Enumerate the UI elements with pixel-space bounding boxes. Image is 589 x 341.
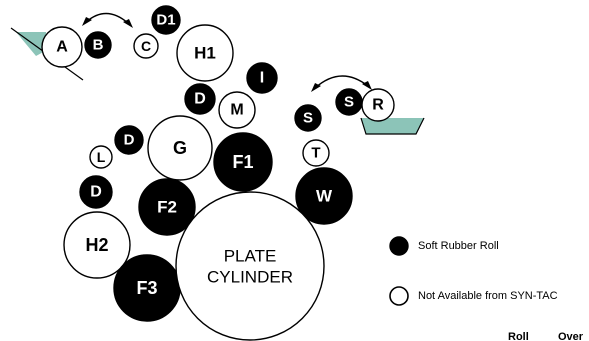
roll-R-label: R (372, 97, 384, 114)
roll-A-label: A (56, 39, 68, 56)
footer-col-roll: Roll (508, 331, 529, 341)
fountain-tray-right (360, 117, 425, 135)
footer-headers: Roll Over (508, 331, 584, 341)
roll-S-left (294, 104, 322, 132)
fountain-ink-left (16, 32, 47, 56)
roll-D1-label: D1 (156, 12, 175, 29)
roll-C-label: C (141, 38, 151, 54)
roll-F2 (138, 178, 196, 236)
roll-L-label: L (97, 149, 106, 165)
roll-F2-label: F2 (157, 198, 177, 217)
roll-T-label: T (311, 145, 320, 162)
footer-col-over: Over (558, 331, 584, 341)
roll-S-left-label: S (303, 110, 313, 127)
roll-F1-label: F1 (232, 152, 253, 172)
roll-D-mid (114, 125, 144, 155)
roll-H1 (176, 24, 234, 82)
oscillation-arrow-bc (82, 12, 133, 28)
roll-S-right-label: S (344, 94, 354, 111)
arrowhead-icon (362, 81, 372, 90)
arrowhead-icon (123, 19, 133, 28)
curved-arrow-icon (314, 75, 369, 89)
arrowhead-icon (311, 83, 321, 92)
roll-R (361, 88, 395, 122)
roll-C (133, 33, 159, 59)
legend-other-label: Not Available from SYN-TAC (418, 290, 558, 302)
ink-fountain-right (360, 117, 425, 135)
roll-A (41, 26, 83, 68)
roll-W (295, 167, 353, 225)
roll-D-upper (184, 83, 216, 115)
roll-D-lower-label: D (90, 184, 102, 201)
roll-D-mid-label: D (124, 132, 135, 149)
roll-G-label: G (173, 138, 187, 158)
roll-T (302, 139, 330, 167)
legend-soft-label: Soft Rubber Roll (418, 240, 499, 252)
roll-H1-label: H1 (194, 44, 216, 63)
roll-B (84, 31, 112, 59)
plate-cylinder: PLATE CYLINDER (175, 191, 325, 341)
roll-D1 (151, 5, 181, 35)
roll-B-label: B (93, 37, 104, 54)
roll-F1 (213, 132, 273, 192)
roll-H2-label: H2 (85, 235, 108, 255)
plate-cylinder-label-line2: CYLINDER (207, 268, 293, 287)
plate-cylinder-circle (175, 191, 325, 341)
legend: Soft Rubber Roll Not Available from SYN-… (389, 236, 558, 306)
roll-D-lower (79, 175, 113, 209)
legend-other-swatch (389, 286, 409, 306)
roll-I-label: I (260, 70, 264, 87)
roll-L (89, 145, 113, 169)
roll-M (218, 91, 256, 129)
roll-M-label: M (230, 102, 243, 119)
curved-arrow-icon (85, 12, 130, 25)
roll-I (246, 62, 278, 94)
roll-F3-label: F3 (136, 278, 157, 298)
rollers: A B C D1 H1 I D M D L G F1 D F2 H2 F3 S (41, 5, 395, 322)
legend-soft-swatch (389, 236, 409, 256)
fountain-ink-right (361, 118, 424, 134)
roll-D-upper-label: D (194, 91, 206, 108)
roll-H2 (63, 211, 131, 279)
roll-G (147, 115, 213, 181)
oscillation-arrow-sr (311, 75, 372, 92)
arrowhead-icon (82, 17, 92, 26)
plate-cylinder-label-line1: PLATE (224, 247, 277, 266)
roll-W-label: W (316, 187, 333, 206)
